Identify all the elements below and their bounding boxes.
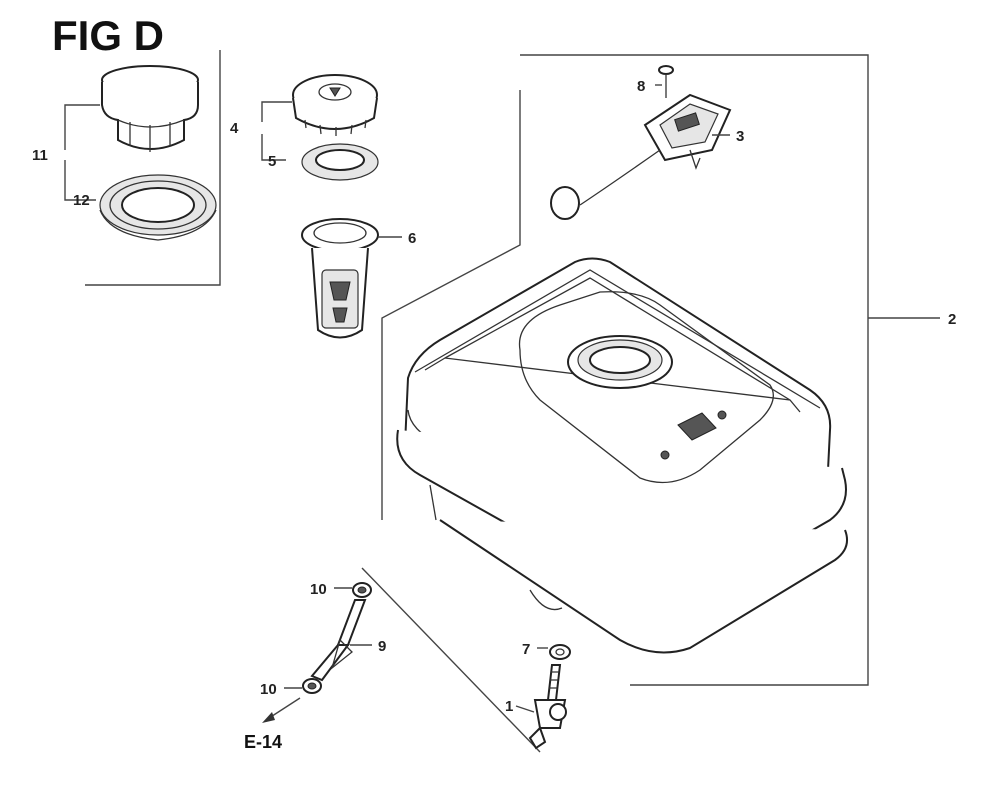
tube-clip-upper [352,582,372,598]
callout-label-7: 7 [522,641,530,658]
fuel-tube [310,599,367,682]
cap-gasket [301,143,379,181]
callout-label-4: 4 [230,120,239,137]
callout-label-8: 8 [637,78,645,95]
fuel-valve [528,664,567,750]
callout-label-2: 2 [948,311,956,328]
tank-frame [381,54,940,686]
reference-arrow [262,697,301,723]
callout-label-5: 5 [268,153,276,170]
gauge-screw [658,65,674,98]
alt-cap-filter [99,174,217,241]
callout-label-6: 6 [408,230,416,247]
figure-title: FIG D [52,12,164,59]
callout-bracket-11-12 [64,104,100,201]
reference-label: E-14 [244,732,282,752]
tube-clip-lower [302,678,322,694]
callout-label-11: 11 [32,147,48,164]
callout-bracket-4-5 [261,101,292,161]
fuel-tank [396,257,848,654]
callout-label-10-lower: 10 [260,681,277,698]
callout-label-12: 12 [73,192,90,209]
fuel-gauge [550,93,732,220]
alt-fuel-cap [101,65,199,152]
valve-frame-line [361,567,541,753]
valve-washer [549,644,571,660]
callout-label-9: 9 [378,638,386,655]
callout-label-1: 1 [505,698,513,715]
callout-label-3: 3 [736,128,744,145]
fuel-cap [292,74,378,136]
inset-box [85,50,221,286]
callout-label-10-upper: 10 [310,581,327,598]
fuel-strainer [301,218,379,339]
